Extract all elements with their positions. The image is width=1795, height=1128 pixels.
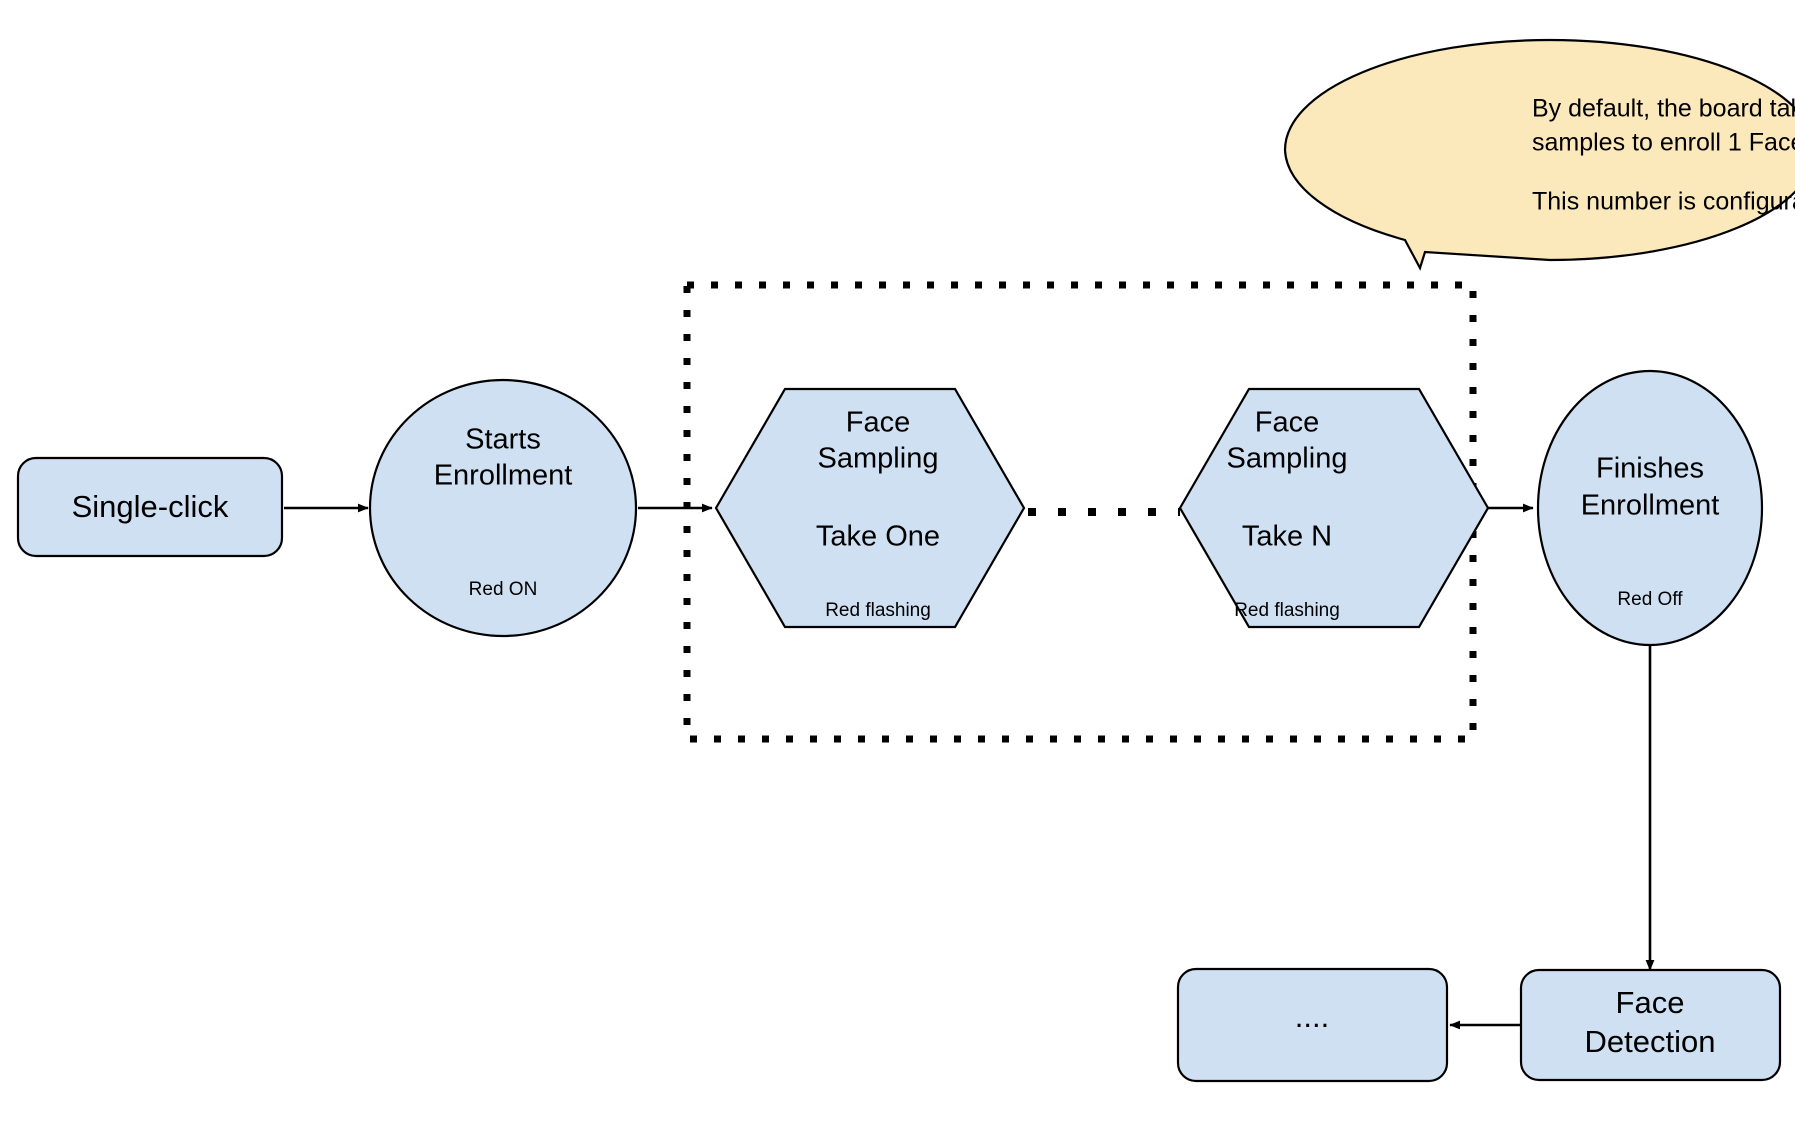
face-sampling-n-shape[interactable] <box>1178 387 1490 629</box>
node-finishes-enrollment[interactable]: Finishes Enrollment Red Off <box>1536 369 1764 647</box>
face-sampling-one-status: Red flashing <box>825 600 931 621</box>
node-single-click[interactable]: Single-click <box>16 456 284 558</box>
node-face-sampling-take-n[interactable]: Face Sampling Take N Red flashing <box>1178 387 1490 629</box>
finishes-enrollment-line2: Enrollment <box>1581 490 1720 522</box>
ellipsis-box-label: .... <box>1295 999 1329 1034</box>
finishes-enrollment-status: Red Off <box>1617 589 1683 610</box>
node-starts-enrollment[interactable]: Starts Enrollment Red ON <box>368 378 638 638</box>
single-click-shape[interactable] <box>16 456 284 558</box>
starts-enrollment-line1: Starts <box>465 424 541 456</box>
face-sampling-one-line2: Sampling <box>818 443 939 475</box>
finishes-enrollment-line1: Finishes <box>1596 453 1704 485</box>
face-sampling-one-take: Take One <box>816 521 940 553</box>
face-sampling-n-line2: Sampling <box>1227 443 1348 475</box>
face-sampling-n-status: Red flashing <box>1234 600 1340 621</box>
node-ellipsis-box[interactable]: .... <box>1176 967 1449 1083</box>
face-detection-line2: Detection <box>1585 1024 1716 1059</box>
starts-enrollment-status: Red ON <box>469 579 538 600</box>
starts-enrollment-line2: Enrollment <box>434 460 573 492</box>
callout-line1: By default, the board takes 3 <box>1532 95 1795 123</box>
face-sampling-one-shape[interactable] <box>714 387 1026 629</box>
callout-shape <box>1283 38 1795 271</box>
callout-line2: samples to enroll 1 Face ID. <box>1532 129 1795 157</box>
face-detection-line1: Face <box>1616 985 1685 1020</box>
face-sampling-n-line1: Face <box>1255 407 1319 439</box>
single-click-label: Single-click <box>72 489 229 524</box>
callout-bubble: By default, the board takes 3 samples to… <box>1283 38 1795 271</box>
face-sampling-n-take: Take N <box>1242 521 1332 553</box>
node-face-detection[interactable]: Face Detection <box>1519 968 1782 1082</box>
ellipsis-box-shape[interactable] <box>1176 967 1449 1083</box>
node-face-sampling-take-one[interactable]: Face Sampling Take One Red flashing <box>714 387 1026 629</box>
face-sampling-one-line1: Face <box>846 407 910 439</box>
starts-enrollment-shape[interactable] <box>368 378 638 638</box>
callout-line3: This number is configurable! <box>1532 188 1795 216</box>
